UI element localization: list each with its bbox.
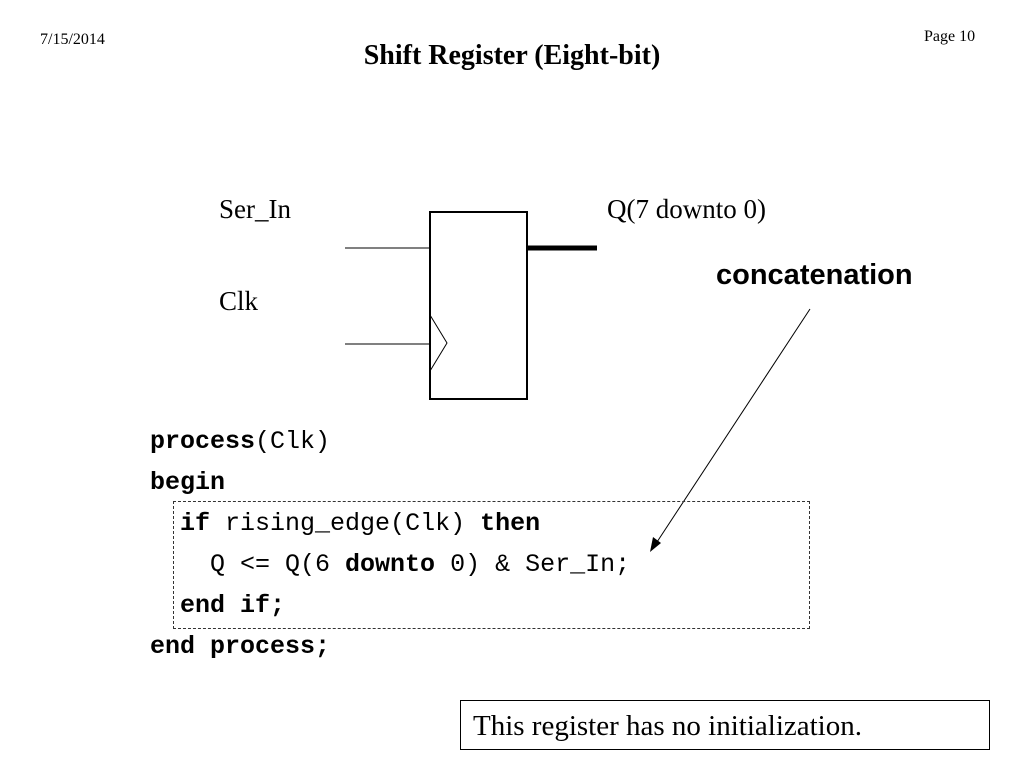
- code-line: process(Clk): [150, 421, 630, 462]
- code-text: (Clk): [255, 427, 331, 456]
- annotation-arrow-line: [656, 308, 811, 543]
- code-keyword: end process;: [150, 632, 331, 661]
- code-text: rising_edge(Clk): [210, 509, 481, 538]
- code-keyword: process: [150, 427, 256, 456]
- code-text: [150, 509, 180, 538]
- code-text: 0) & Ser_In;: [435, 550, 631, 579]
- clock-input-triangle: [429, 314, 448, 372]
- code-text: [150, 591, 180, 620]
- page-number: Page 10: [924, 28, 976, 45]
- ser-in-label: Ser_In: [219, 194, 291, 224]
- code-line: end if;: [150, 585, 630, 626]
- code-keyword: then: [480, 509, 541, 538]
- code-keyword: begin: [150, 468, 226, 497]
- slide-date: 7/15/2014: [40, 31, 105, 48]
- code-keyword: end if;: [180, 591, 286, 620]
- if-block-dashed-box: [173, 501, 810, 629]
- initialization-note: This register has no initialization.: [460, 700, 990, 750]
- annotation-arrowhead: [650, 537, 661, 552]
- code-keyword: downto: [345, 550, 436, 579]
- code-line: end process;: [150, 626, 630, 667]
- code-keyword: if: [180, 509, 211, 538]
- code-line: if rising_edge(Clk) then: [150, 503, 630, 544]
- register-block: [429, 211, 528, 400]
- code-text: Q <= Q(6: [150, 550, 346, 579]
- clk-label: Clk: [219, 286, 259, 316]
- code-line: Q <= Q(6 downto 0) & Ser_In;: [150, 544, 630, 585]
- slide-title: Shift Register (Eight-bit): [363, 40, 661, 71]
- q-output-label: Q(7 downto 0): [607, 194, 766, 224]
- vhdl-code-block: process(Clk) begin if rising_edge(Clk) th…: [150, 421, 630, 667]
- concatenation-annotation: concatenation: [716, 259, 913, 291]
- code-line: begin: [150, 462, 630, 503]
